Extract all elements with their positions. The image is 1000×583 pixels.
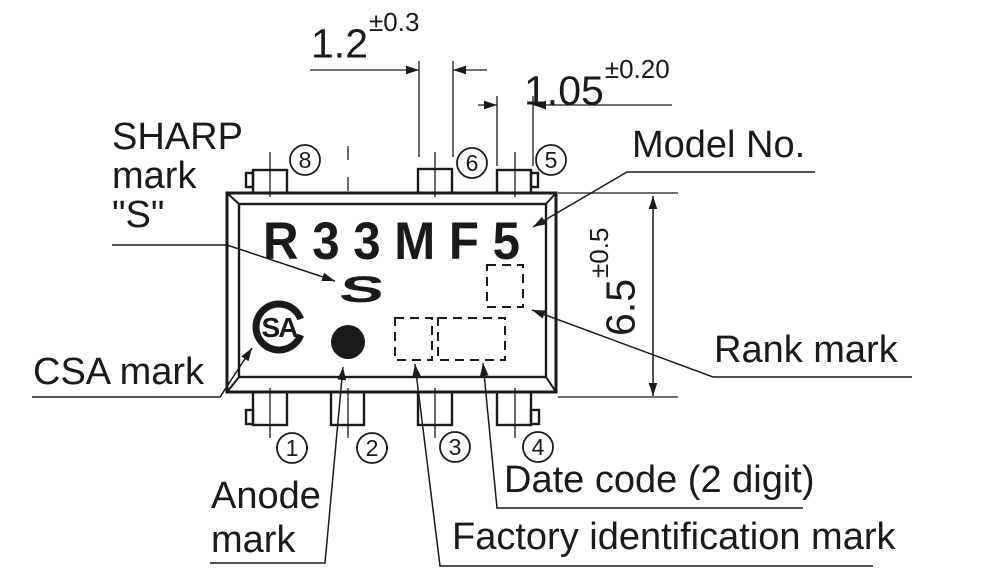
date-code-label: Date code (2 digit) bbox=[504, 459, 815, 501]
dim-text-package-height: 6.5±0.5 bbox=[584, 166, 652, 336]
package-body bbox=[225, 167, 558, 427]
csa-mark-label: CSA mark bbox=[33, 351, 205, 393]
svg-text:8: 8 bbox=[299, 147, 312, 173]
rank-mark-box bbox=[486, 264, 524, 308]
leader-anode-mark bbox=[210, 366, 347, 564]
package-outline-outer bbox=[225, 191, 558, 394]
package-outline-inner bbox=[237, 202, 548, 379]
pin-number-5: 5 bbox=[535, 144, 567, 176]
sharp-mark-label: SHARP mark "S" bbox=[112, 118, 243, 235]
svg-text:5: 5 bbox=[545, 147, 558, 173]
pin-centerlines bbox=[269, 146, 516, 438]
dim-value: 1.05 bbox=[524, 67, 604, 114]
dim-tolerance: ±0.20 bbox=[604, 54, 670, 85]
anode-dot bbox=[331, 325, 365, 359]
model-marking: R 3 3 M F 5 bbox=[263, 212, 520, 271]
dim-tolerance: ±0.5 bbox=[584, 227, 615, 278]
marking-placeholders bbox=[394, 264, 524, 361]
leader-rank-mark bbox=[531, 309, 912, 378]
factory-id-label: Factory identification mark bbox=[452, 516, 896, 558]
sharp-mark-label-line3: "S" bbox=[112, 194, 165, 236]
pin-number-1: 1 bbox=[276, 432, 308, 464]
leader-csa-mark bbox=[32, 347, 253, 398]
csa-logo-sa-text: SA bbox=[262, 312, 299, 343]
pin-number-8: 8 bbox=[289, 144, 321, 176]
svg-text:1: 1 bbox=[286, 435, 299, 461]
leader-model-no bbox=[532, 171, 815, 228]
dim-text-end-lead: 1.05±0.20 bbox=[524, 54, 670, 115]
factory-id-box bbox=[394, 317, 433, 361]
leader-lines bbox=[32, 171, 912, 567]
pin-number-3: 3 bbox=[439, 431, 471, 463]
dim-tolerance: ±0.3 bbox=[369, 7, 420, 38]
pin-lead-8 bbox=[244, 168, 289, 195]
pin-numbers: 8 6 5 1 2 3 4 bbox=[276, 144, 567, 464]
pin-number-4: 4 bbox=[522, 431, 554, 463]
sharp-s-logo: S bbox=[337, 269, 387, 310]
anode-mark-label-line1: Anode bbox=[211, 475, 321, 517]
rank-mark-label: Rank mark bbox=[714, 329, 898, 371]
dimension-lines bbox=[310, 65, 672, 396]
svg-text:4: 4 bbox=[532, 434, 545, 460]
pin-lead-4 bbox=[495, 390, 541, 427]
anode-mark-label-line2: mark bbox=[211, 519, 296, 561]
leader-factory-id bbox=[412, 363, 873, 567]
pin-number-6: 6 bbox=[456, 147, 488, 179]
sharp-mark-label-line2: mark bbox=[112, 155, 197, 197]
sharp-mark-label-line1: SHARP bbox=[112, 116, 243, 158]
pin-lead-5 bbox=[495, 168, 540, 195]
dim-text-lead-width: 1.2±0.3 bbox=[311, 7, 419, 68]
date-code-box bbox=[437, 317, 506, 361]
dim-value: 6.5 bbox=[597, 279, 644, 336]
csa-logo: SA bbox=[252, 300, 304, 354]
leader-sharp-mark bbox=[112, 244, 336, 282]
package-corner-chamfers bbox=[226, 192, 557, 393]
pin-lead-1 bbox=[244, 390, 289, 427]
model-no-label: Model No. bbox=[632, 124, 806, 166]
pin-number-2: 2 bbox=[356, 432, 388, 464]
svg-text:2: 2 bbox=[366, 435, 379, 461]
dim-value: 1.2 bbox=[311, 20, 368, 67]
anode-mark-label: Anode mark bbox=[211, 474, 321, 562]
svg-text:6: 6 bbox=[466, 150, 479, 176]
csa-logo-circle-c bbox=[252, 300, 304, 354]
svg-text:3: 3 bbox=[449, 434, 462, 460]
leader-date-code bbox=[479, 362, 803, 509]
